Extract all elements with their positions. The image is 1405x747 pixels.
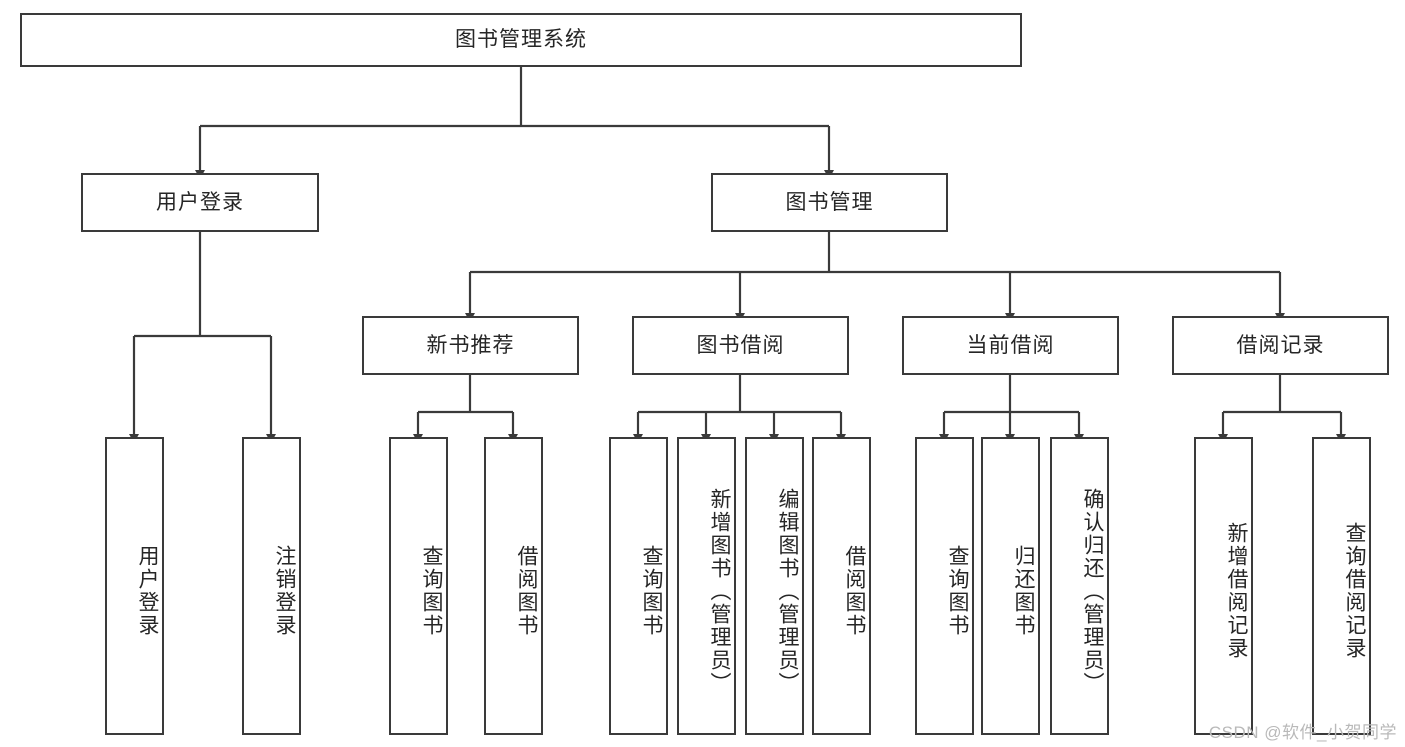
node-label: 归还图书 (1012, 545, 1035, 637)
node-label: 借阅记录 (1236, 333, 1325, 357)
node-label: 图书管理 (785, 190, 874, 214)
node-leaf-borrow-query[interactable]: 查询图书 (609, 437, 668, 735)
node-leaf-records-add[interactable]: 新增借阅记录 (1194, 437, 1253, 735)
watermark-text: CSDN @软件_小贺同学 (1208, 723, 1397, 742)
node-label: 查询图书 (946, 545, 969, 637)
connector-bus (470, 232, 1280, 274)
connector-bus (200, 67, 829, 128)
node-borrow[interactable]: 图书借阅 (632, 316, 849, 375)
node-label: 确认归还（管理员） (1081, 487, 1104, 695)
node-leaf-current-query[interactable]: 查询图书 (915, 437, 974, 735)
node-bookmgmt[interactable]: 图书管理 (711, 173, 948, 232)
node-leaf-current-confirm[interactable]: 确认归还（管理员） (1050, 437, 1109, 735)
node-label: 编辑图书（管理员） (776, 487, 799, 695)
node-leaf-borrow-lend[interactable]: 借阅图书 (812, 437, 871, 735)
node-label: 图书借阅 (696, 333, 785, 357)
connector-bus (134, 232, 271, 338)
node-leaf-records-query[interactable]: 查询借阅记录 (1312, 437, 1371, 735)
node-label: 查询图书 (640, 545, 663, 637)
node-newbook[interactable]: 新书推荐 (362, 316, 579, 375)
node-leaf-current-return[interactable]: 归还图书 (981, 437, 1040, 735)
node-label: 借阅图书 (515, 545, 538, 637)
node-leaf-newbook-query[interactable]: 查询图书 (389, 437, 448, 735)
connector-bus (944, 375, 1079, 414)
node-label: 图书管理系统 (455, 28, 587, 52)
node-label: 新增图书（管理员） (708, 487, 731, 695)
node-current[interactable]: 当前借阅 (902, 316, 1119, 375)
node-label: 注销登录 (273, 545, 296, 637)
node-label: 借阅图书 (843, 545, 866, 637)
node-label: 当前借阅 (966, 333, 1055, 357)
node-leaf-user-logout[interactable]: 注销登录 (242, 437, 301, 735)
node-leaf-user-login[interactable]: 用户登录 (105, 437, 164, 735)
node-label: 用户登录 (136, 545, 159, 637)
node-leaf-borrow-edit[interactable]: 编辑图书（管理员） (745, 437, 804, 735)
node-leaf-newbook-borrow[interactable]: 借阅图书 (484, 437, 543, 735)
connector-bus (418, 375, 513, 414)
connector-bus (638, 375, 841, 414)
node-label: 查询图书 (420, 545, 443, 637)
node-label: 用户登录 (156, 190, 244, 214)
node-root[interactable]: 图书管理系统 (20, 13, 1022, 67)
node-records[interactable]: 借阅记录 (1172, 316, 1389, 375)
node-label: 新增借阅记录 (1225, 522, 1248, 660)
node-label: 新书推荐 (426, 333, 515, 357)
node-login[interactable]: 用户登录 (81, 173, 319, 232)
connector-bus (1223, 375, 1341, 414)
node-label: 查询借阅记录 (1343, 522, 1366, 660)
node-leaf-borrow-add[interactable]: 新增图书（管理员） (677, 437, 736, 735)
